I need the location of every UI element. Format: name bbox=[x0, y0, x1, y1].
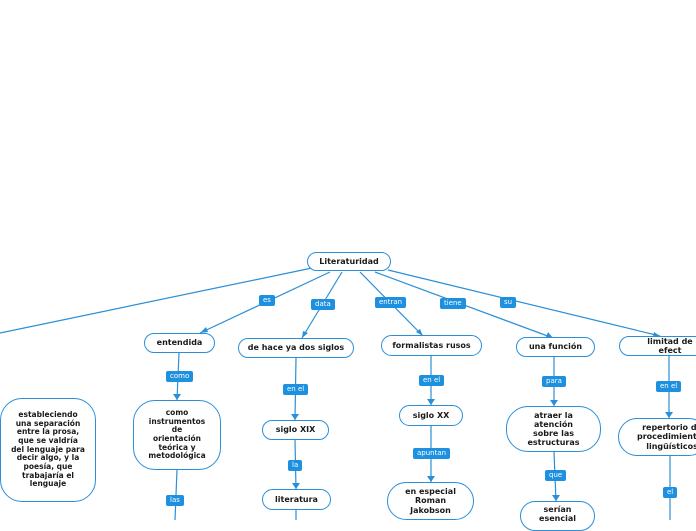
node-limitad[interactable]: limitad de efect bbox=[619, 336, 696, 356]
node-siglo-xix[interactable]: siglo XIX bbox=[262, 420, 329, 440]
link-data: data bbox=[311, 299, 335, 310]
node-limitad-label: limitad de efect bbox=[647, 336, 693, 355]
node-siglo-xx[interactable]: siglo XX bbox=[399, 405, 463, 426]
link-el: el bbox=[663, 487, 678, 498]
node-jakobson[interactable]: en especial Roman Jakobson bbox=[387, 482, 474, 520]
node-repertorio[interactable]: repertorio de procedimientos lingüístico… bbox=[618, 418, 696, 456]
node-esencial-label: serían esencial bbox=[539, 505, 576, 524]
link-su: su bbox=[500, 297, 517, 308]
node-instrumentos[interactable]: como instrumentos de orientación teórica… bbox=[133, 400, 221, 470]
link-que: que bbox=[545, 470, 567, 481]
link-apuntan: apuntan bbox=[413, 448, 451, 459]
node-entendida-label: entendida bbox=[156, 338, 203, 348]
node-entendida[interactable]: entendida bbox=[144, 333, 215, 353]
node-atraer[interactable]: atraer la atención sobre las estructuras bbox=[506, 406, 601, 452]
node-siglo-xx-label: siglo XX bbox=[412, 410, 450, 420]
node-jakobson-label: en especial Roman Jakobson bbox=[405, 487, 456, 515]
node-atraer-label: atraer la atención sobre las estructuras bbox=[527, 410, 580, 448]
node-separacion-label: estableciendo una separación entre la pr… bbox=[11, 410, 85, 489]
link-como: como bbox=[166, 371, 194, 382]
node-esencial[interactable]: serían esencial bbox=[520, 501, 595, 531]
link-es: es bbox=[259, 295, 275, 306]
link-en-el-xix: en el bbox=[283, 384, 309, 395]
node-siglo-xix-label: siglo XIX bbox=[275, 425, 316, 435]
node-literatura-label: literatura bbox=[275, 494, 318, 504]
link-entran: entran bbox=[375, 297, 407, 308]
node-funcion-label: una función bbox=[528, 342, 583, 352]
node-formalistas[interactable]: formalistas rusos bbox=[381, 335, 482, 356]
link-en-el-xx: en el bbox=[419, 375, 445, 386]
link-las: las bbox=[166, 495, 184, 506]
link-para: para bbox=[542, 376, 566, 387]
link-tiene: tiene bbox=[440, 298, 466, 309]
node-dos-siglos[interactable]: de hace ya dos siglos bbox=[238, 338, 354, 358]
link-la: la bbox=[288, 460, 303, 471]
root-label: Literaturidad bbox=[319, 256, 379, 266]
node-dos-siglos-label: de hace ya dos siglos bbox=[247, 343, 345, 353]
node-separacion[interactable]: estableciendo una separación entre la pr… bbox=[0, 398, 96, 502]
node-formalistas-label: formalistas rusos bbox=[392, 340, 471, 350]
root-node[interactable]: Literaturidad bbox=[307, 252, 391, 271]
node-instrumentos-label: como instrumentos de orientación teórica… bbox=[148, 408, 206, 461]
link-en-el-repertorio: en el bbox=[656, 381, 682, 392]
node-repertorio-label: repertorio de procedimientos lingüístico… bbox=[637, 423, 696, 451]
node-funcion[interactable]: una función bbox=[516, 337, 595, 357]
node-literatura[interactable]: literatura bbox=[262, 489, 331, 510]
